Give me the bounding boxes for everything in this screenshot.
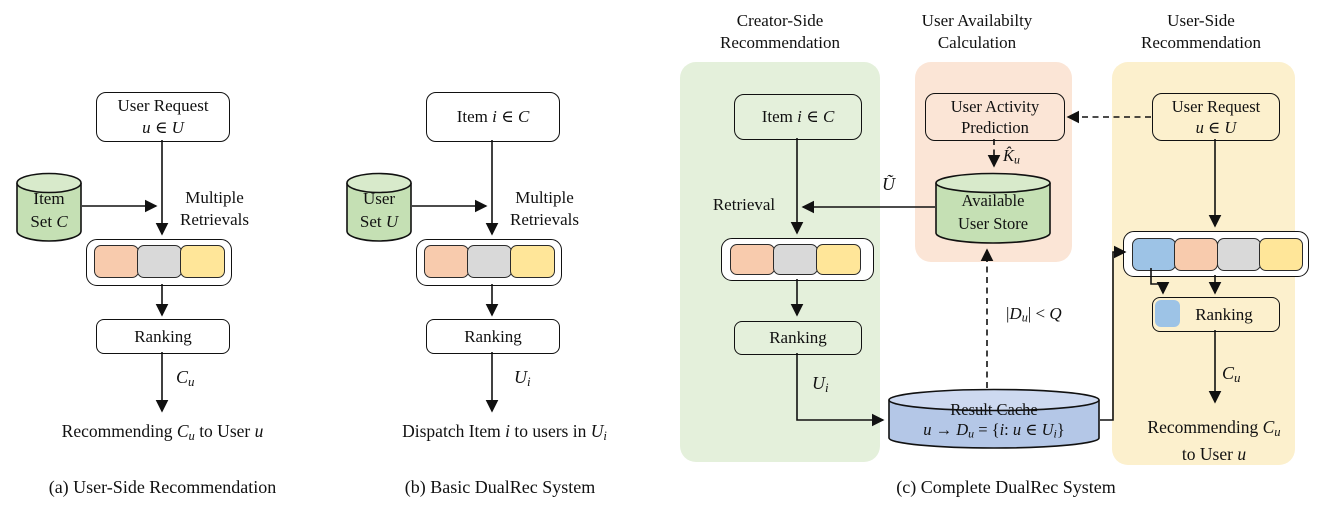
- b-ui-label: Ui: [514, 367, 531, 389]
- retrieval-chip-gray: [467, 245, 512, 278]
- c-user-retrieval-container: [1123, 231, 1309, 277]
- c-ranking-user-box: Ranking: [1152, 297, 1280, 332]
- c-result-cache-line2: u → Du = {i: u ∈ Ui}: [923, 420, 1065, 441]
- database-body: [346, 183, 412, 242]
- b-caption: (b) Basic DualRec System: [404, 477, 596, 497]
- c-available-store-label: Available User Store: [957, 191, 1029, 233]
- c-output-text: Recommending Cu to User u: [1147, 417, 1281, 464]
- c-user-activity-box: User Activity Prediction: [925, 93, 1065, 141]
- retrieval-chip-gray: [773, 244, 818, 275]
- c-dq-label: |Du| < Q: [1006, 304, 1062, 325]
- database-icon: [888, 388, 1100, 449]
- a-user-request-box: User Request u ∈ U: [96, 92, 230, 142]
- retrieval-chip-yellow: [180, 245, 225, 278]
- database-top: [16, 172, 82, 194]
- database-top: [888, 388, 1100, 412]
- c-result-cache-line1: Result Cache: [950, 400, 1038, 419]
- c-retrieval-container: [721, 238, 874, 281]
- database-body: [935, 183, 1051, 244]
- a-item-set-cylinder: Item Set C: [16, 172, 82, 242]
- a-ranking-box: Ranking: [96, 319, 230, 354]
- a-retrieval-container: [86, 239, 232, 286]
- c-ranking-creator-box: Ranking: [734, 321, 862, 355]
- retrieval-chip-yellow: [1259, 238, 1303, 271]
- c-ui-label: Ui: [812, 373, 829, 395]
- b-user-set-cylinder: User Set U: [346, 172, 412, 242]
- a-multiple-retrievals-label: Multiple Retrievals: [180, 188, 249, 229]
- ranking-blue-chip: [1154, 299, 1180, 327]
- b-user-set-line1: User: [362, 189, 396, 208]
- c-available-user-store-cylinder: Available User Store: [935, 172, 1051, 244]
- c-result-cache-cylinder: Result Cache u → Du = {i: u ∈ Ui}: [888, 388, 1100, 450]
- database-icon: [935, 172, 1051, 244]
- c-user-request-box: User Request u ∈ U: [1152, 93, 1280, 141]
- retrieval-chip-orange: [1174, 238, 1218, 271]
- c-item-box: Item i ∈ C: [734, 94, 862, 140]
- database-body: [888, 400, 1100, 449]
- c-heading-user: User-Side Recommendation: [1141, 11, 1261, 52]
- a-item-set-label: Item Set C: [16, 172, 82, 233]
- c-khat-label: K̂u: [1003, 146, 1020, 167]
- b-user-set-label: User Set U: [346, 172, 412, 233]
- retrieval-chip-blue: [1132, 238, 1176, 271]
- c-caption: (c) Complete DualRec System: [896, 477, 1116, 497]
- retrieval-chip-orange: [94, 245, 139, 278]
- b-user-set-line2: Set U: [359, 212, 399, 231]
- c-utilde-label: Ũ: [882, 174, 895, 194]
- a-output-text: Recommending Cu to User u: [61, 421, 264, 443]
- c-result-cache-label: Result Cache u → Du = {i: u ∈ Ui}: [888, 388, 1100, 444]
- retrieval-chip-orange: [424, 245, 469, 278]
- retrieval-chip-gray: [137, 245, 182, 278]
- a-item-set-line2: Set C: [30, 212, 68, 231]
- b-ranking-box: Ranking: [426, 319, 560, 354]
- a-cu-label: Cu: [176, 367, 195, 389]
- c-heading-availability: User Availabilty Calculation: [921, 11, 1033, 52]
- database-icon: [16, 172, 82, 242]
- a-user-request-line2: u ∈ U: [142, 118, 184, 137]
- retrieval-chip-yellow: [816, 244, 861, 275]
- c-heading-creator: Creator-Side Recommendation: [720, 11, 840, 52]
- retrieval-chip-yellow: [510, 245, 555, 278]
- b-retrieval-container: [416, 239, 562, 286]
- database-body: [16, 183, 82, 242]
- retrieval-chip-orange: [730, 244, 775, 275]
- retrieval-chip-gray: [1217, 238, 1261, 271]
- a-item-set-line1: Item: [33, 189, 65, 208]
- c-retrieval-label: Retrieval: [712, 195, 776, 214]
- database-top: [935, 172, 1051, 194]
- a-user-request-line1: User Request: [117, 96, 209, 115]
- database-icon: [346, 172, 412, 242]
- a-caption: (a) User-Side Recommendation: [48, 477, 277, 497]
- b-item-box: Item i ∈ C: [426, 92, 560, 142]
- c-cu-label: Cu: [1222, 363, 1241, 385]
- database-top: [346, 172, 412, 194]
- b-output-text: Dispatch Item i to users in Ui: [402, 421, 607, 443]
- b-multiple-retrievals-label: Multiple Retrievals: [510, 188, 579, 229]
